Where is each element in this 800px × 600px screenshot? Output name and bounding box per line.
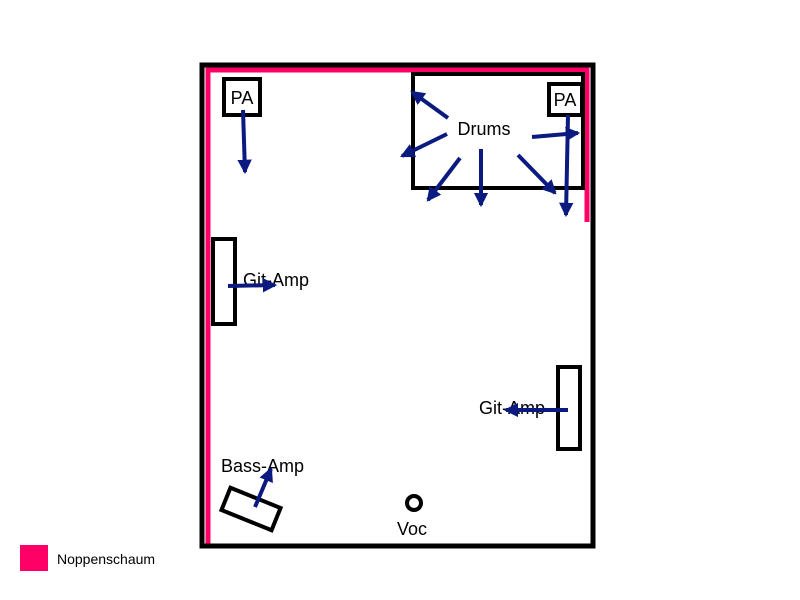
arrow-git-amp-left [227,278,278,293]
pa-speaker-left [222,77,262,117]
pa-speaker-right [547,82,584,117]
arrow-pa-right [559,114,574,218]
bass-amp-label: Bass-Amp [221,456,304,476]
bass-amp [218,485,284,533]
vocal-mic-icon [405,494,423,512]
arrow-drums-right [531,126,581,142]
legend-label-foam: Noppenschaum [57,551,155,567]
guitar-amp-left [211,237,237,326]
sound-arrows [227,90,581,508]
drum-riser [411,72,585,190]
legend-swatch-foam [20,545,48,571]
drums-label: Drums [458,119,511,139]
arrow-drums-down-right [516,153,557,195]
arrow-pa-left [237,109,252,175]
legend: Noppenschaum [20,545,155,571]
room-outline [199,62,596,549]
arrow-drums-up-left [410,90,450,120]
pa-left-label: PA [231,88,254,108]
foam-strip-wall [205,67,590,546]
pa-right-label: PA [554,90,577,110]
arrow-drums-left [400,132,448,158]
arrow-bass-amp [253,467,273,508]
vocal-label: Voc [397,519,427,539]
arrow-drums-down-left [426,156,462,202]
